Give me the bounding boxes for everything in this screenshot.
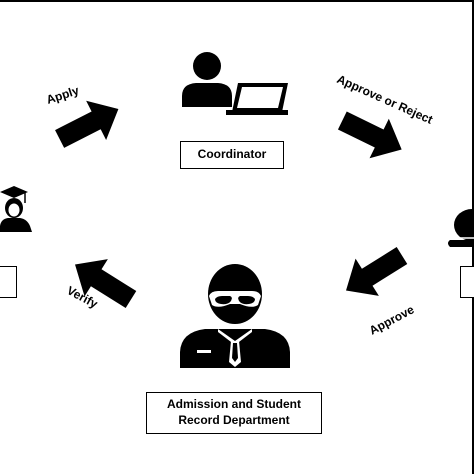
approve-arrow bbox=[346, 247, 408, 296]
person-in-suit-with-sunglasses-icon bbox=[180, 264, 290, 368]
department-label-line1: Admission and Student bbox=[166, 397, 301, 412]
receiver-node bbox=[460, 266, 474, 298]
admission-department-node: Admission and Student Record Department bbox=[146, 392, 322, 434]
graduate-student-icon bbox=[0, 186, 32, 232]
student-node bbox=[0, 266, 17, 298]
department-label-line2: Record Department bbox=[178, 413, 290, 427]
apply-label: Apply bbox=[45, 83, 81, 107]
coordinator-label: Coordinator bbox=[197, 147, 267, 162]
person-with-hat-icon bbox=[448, 209, 474, 247]
approve-label: Approve bbox=[367, 302, 417, 337]
approve-or-reject-arrow bbox=[337, 111, 402, 159]
apply-arrow bbox=[55, 100, 119, 148]
verify-arrow bbox=[75, 259, 137, 308]
coordinator-node: Coordinator bbox=[180, 141, 284, 169]
person-at-laptop-icon bbox=[182, 52, 288, 115]
